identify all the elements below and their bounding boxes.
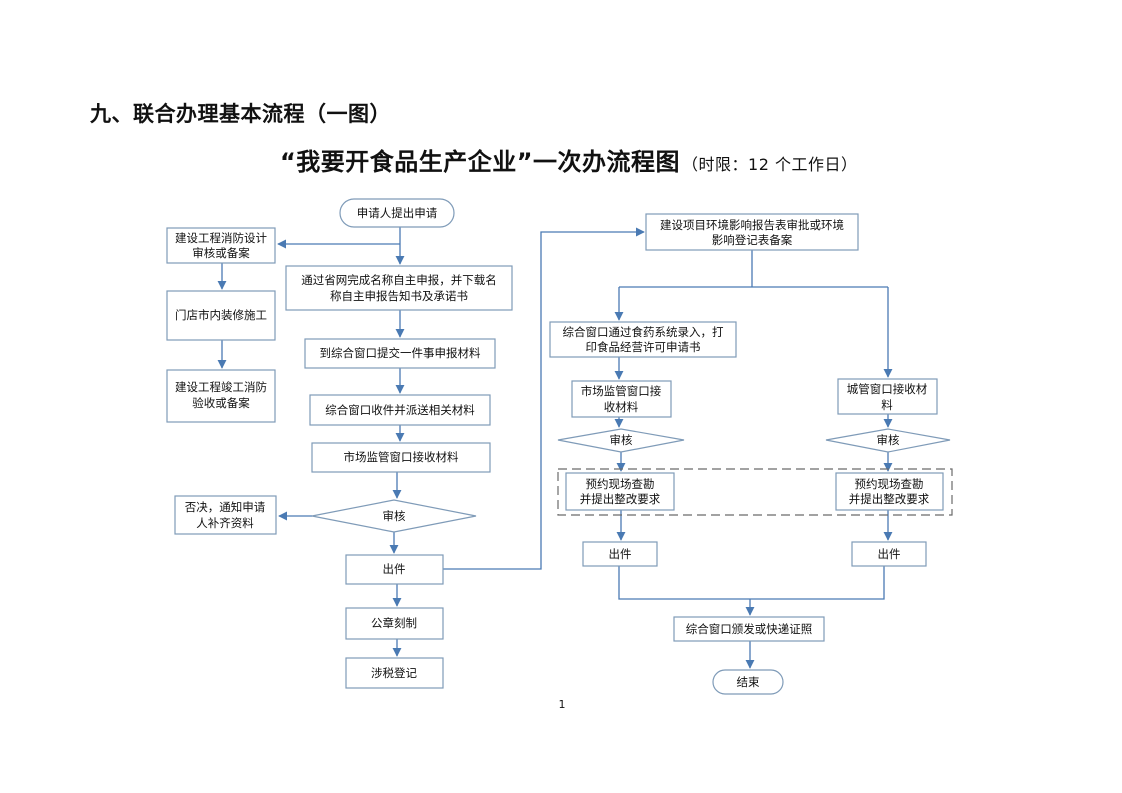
connector-issue-env [443, 227, 645, 570]
fire-acceptance-line-2: 验收或备案 [192, 396, 250, 410]
env-approval-line-1: 建设项目环境影响报告表审批或环境 [660, 218, 844, 232]
market-receive-right-line-1: 市场监管窗口接 [581, 384, 662, 398]
fire-acceptance-node: 建设工程竣工消防 验收或备案 [166, 369, 276, 423]
certificate-label: 综合窗口颁发或快递证照 [686, 622, 813, 636]
site-check-group [557, 468, 953, 516]
food-system-line-2: 印食品经营许可申请书 [586, 340, 701, 354]
fire-design-line-1: 建设工程消防设计 [175, 231, 267, 245]
tax-label: 涉税登记 [371, 666, 417, 680]
review-right-node: 审核 [825, 428, 951, 453]
env-approval-node: 建设项目环境影响报告表审批或环境 影响登记表备案 [645, 213, 859, 251]
env-approval-line-2: 影响登记表备案 [712, 233, 793, 247]
review-left-node: 审核 [557, 428, 685, 453]
food-system-line-1: 综合窗口通过食药系统录入，打 [563, 325, 724, 339]
online-name-line-2: 称自主申报告知书及承诺书 [330, 289, 468, 303]
issue-left-node: 出件 [582, 541, 658, 567]
issue-right-node: 出件 [851, 541, 927, 567]
page-number: 1 [558, 698, 566, 711]
rejection-line-1: 否决，通知申请 [185, 500, 266, 514]
connector-merge [618, 566, 885, 600]
submit-materials-label: 到综合窗口提交一件事申报材料 [320, 346, 481, 360]
market-receive-right-node: 市场监管窗口接 收材料 [571, 380, 672, 418]
fire-design-line-2: 审核或备案 [192, 246, 250, 260]
page-title: “我要开食品生产企业”一次办流程图（时限：12 个工作日） [280, 142, 858, 177]
site-check-right-node: 预约现场查勘 并提出整改要求 [835, 472, 944, 511]
rejection-line-2: 人补齐资料 [196, 516, 254, 530]
review-label: 审核 [383, 509, 406, 523]
dispatch-label: 综合窗口收件并派送相关材料 [325, 403, 475, 417]
certificate-node: 综合窗口颁发或快递证照 [673, 616, 825, 642]
dispatch-node: 综合窗口收件并派送相关材料 [309, 394, 491, 426]
issue-right-label: 出件 [878, 547, 901, 561]
food-system-node: 综合窗口通过食药系统录入，打 印食品经营许可申请书 [549, 321, 737, 358]
urban-receive-node: 城管窗口接收材 料 [837, 378, 938, 415]
end-label: 结束 [737, 675, 760, 689]
renovation-label: 门店市内装修施工 [175, 308, 267, 322]
review-left-label: 审核 [610, 433, 633, 447]
issue-node: 出件 [345, 554, 444, 585]
fire-acceptance-line-1: 建设工程竣工消防 [175, 380, 267, 394]
tax-node: 涉税登记 [345, 657, 444, 689]
connectors [217, 227, 893, 669]
review-node: 审核 [311, 499, 477, 533]
market-receive-label: 市场监管窗口接收材料 [344, 450, 459, 464]
start-label: 申请人提出申请 [357, 206, 438, 220]
rejection-node: 否决，通知申请 人补齐资料 [174, 495, 277, 535]
end-node: 结束 [712, 669, 784, 695]
urban-receive-line-2: 料 [881, 398, 893, 412]
site-check-right-line-2: 并提出整改要求 [849, 492, 930, 506]
site-check-right-line-1: 预约现场查勘 [855, 477, 924, 491]
urban-receive-line-1: 城管窗口接收材 [847, 382, 928, 396]
renovation-node: 门店市内装修施工 [166, 290, 276, 341]
section-title: 九、联合办理基本流程（一图） [90, 102, 391, 126]
time-limit: （时限：12 个工作日） [682, 155, 858, 174]
market-receive-right-line-2: 收材料 [604, 400, 639, 414]
start-node: 申请人提出申请 [339, 198, 455, 228]
seal-node: 公章刻制 [345, 607, 444, 640]
issue-left-label: 出件 [609, 547, 632, 561]
market-receive-node: 市场监管窗口接收材料 [311, 442, 491, 473]
online-name-line-1: 通过省网完成名称自主申报，并下载名 [301, 273, 497, 287]
submit-materials-node: 到综合窗口提交一件事申报材料 [304, 338, 496, 369]
review-right-label: 审核 [877, 433, 900, 447]
site-check-left-line-2: 并提出整改要求 [580, 492, 661, 506]
online-name-node: 通过省网完成名称自主申报，并下载名 称自主申报告知书及承诺书 [285, 265, 513, 311]
seal-label: 公章刻制 [371, 616, 417, 630]
title-text: “我要开食品生产企业”一次办流程图 [280, 148, 681, 176]
fire-design-node: 建设工程消防设计 审核或备案 [166, 227, 276, 264]
issue-label: 出件 [383, 562, 406, 576]
site-check-left-line-1: 预约现场查勘 [586, 477, 655, 491]
site-check-left-node: 预约现场查勘 并提出整改要求 [565, 472, 675, 511]
